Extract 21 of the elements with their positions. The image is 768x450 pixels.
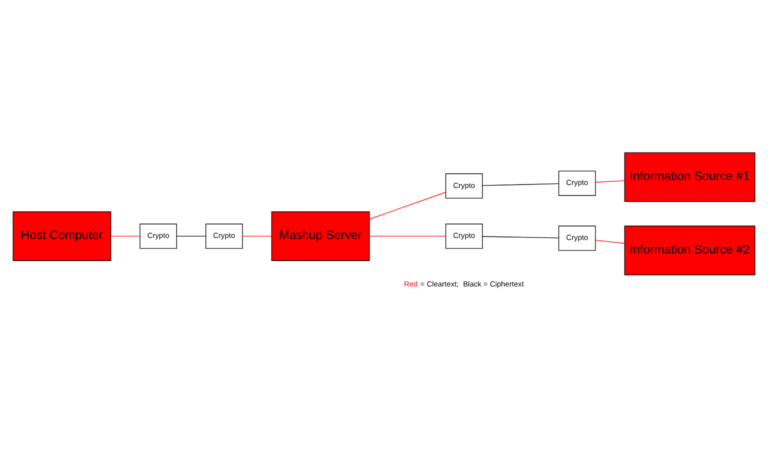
- connector: [176, 236, 206, 237]
- node-box: Crypto: [558, 170, 596, 196]
- node-box: Information Source #2: [624, 226, 756, 276]
- connector: [482, 183, 559, 186]
- node-box: Crypto: [445, 224, 483, 249]
- node-box: Crypto: [206, 224, 243, 249]
- node-box: Crypto: [558, 226, 596, 251]
- connector: [110, 236, 140, 237]
- node-box: Crypto: [140, 224, 177, 249]
- connector: [242, 236, 272, 237]
- node-box: Crypto: [445, 173, 483, 199]
- connector: [369, 192, 446, 220]
- connector: [369, 236, 446, 237]
- connector: [482, 236, 559, 238]
- node-box: Mashup Server: [271, 211, 370, 261]
- connector: [595, 180, 625, 183]
- legend-label: Black = Ciphertext: [463, 279, 524, 288]
- connector: [595, 240, 625, 244]
- node-box: Information Source #1: [624, 152, 756, 202]
- node-box: Host Computer: [12, 211, 112, 261]
- legend-label: Red = Cleartext;: [404, 279, 459, 288]
